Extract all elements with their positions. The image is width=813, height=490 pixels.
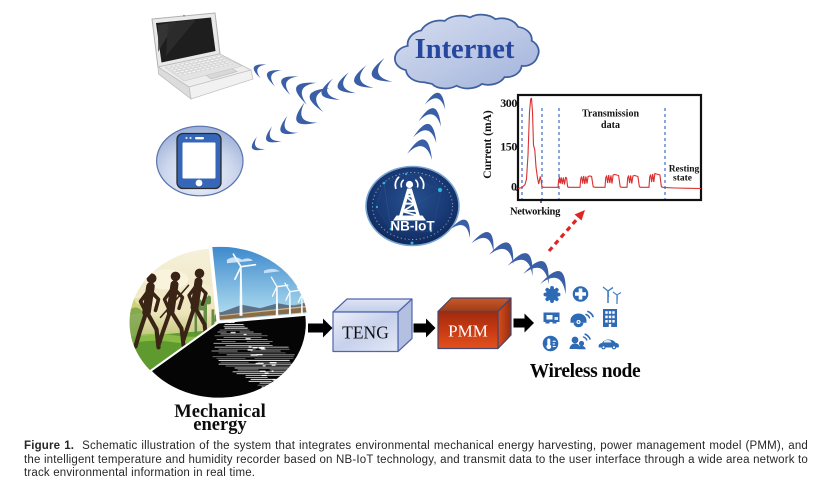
svg-text:300: 300	[500, 96, 517, 110]
svg-text:150: 150	[500, 140, 517, 154]
svg-text:NB-IoT: NB-IoT	[390, 219, 435, 234]
svg-text:PMM: PMM	[448, 322, 488, 341]
svg-text:Transmission: Transmission	[582, 109, 639, 120]
svg-text:TENG: TENG	[342, 323, 389, 343]
svg-text:state: state	[673, 174, 692, 184]
svg-text:Current (mA): Current (mA)	[482, 110, 494, 179]
svg-text:Wireless node: Wireless node	[530, 361, 641, 382]
svg-text:0: 0	[511, 180, 517, 194]
svg-text:data: data	[601, 120, 620, 131]
svg-text:energy: energy	[193, 415, 247, 435]
svg-text:Resting: Resting	[669, 165, 700, 175]
svg-text:Mechanical: Mechanical	[174, 402, 265, 422]
svg-text:Networking: Networking	[510, 207, 561, 218]
svg-text:Internet: Internet	[415, 34, 515, 65]
